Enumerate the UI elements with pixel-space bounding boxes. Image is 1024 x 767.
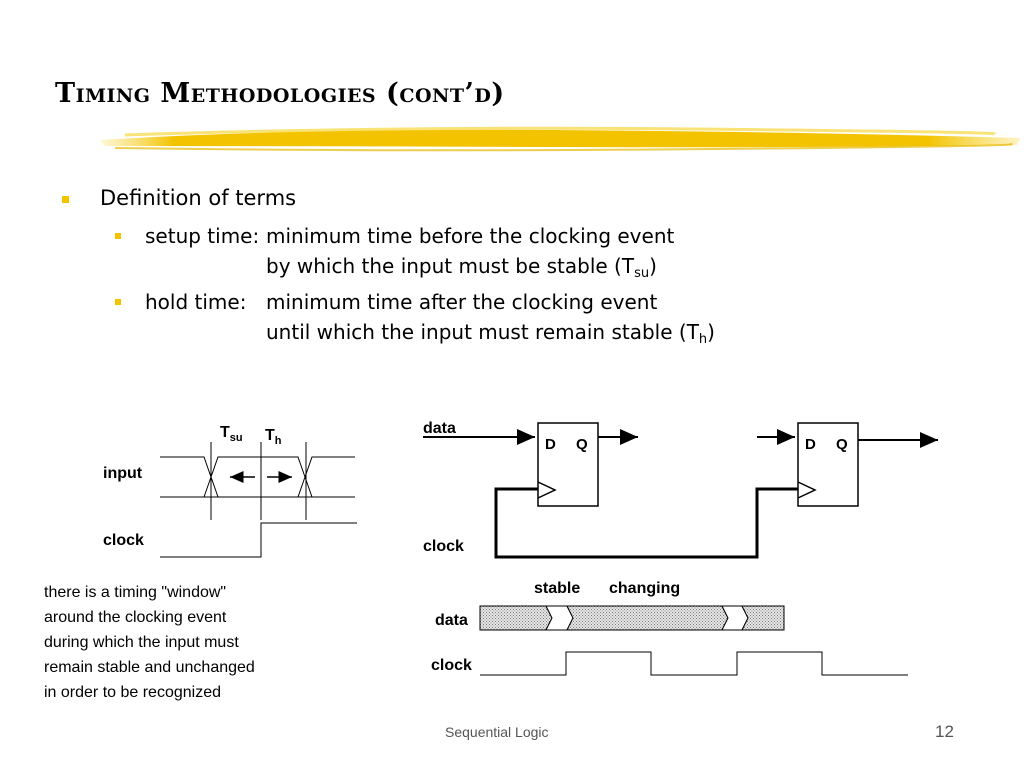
hold-time-line2: until which the input must remain stable…	[266, 320, 715, 347]
hold-def2: until which the input must remain stable…	[266, 320, 699, 344]
bullet-list: Definition of terms setup time:minimum t…	[0, 0, 1024, 360]
flipflop-diagram: data clock D Q D Q	[423, 420, 938, 559]
hold-time-line1: hold time: minimum time after the clockin…	[145, 290, 657, 314]
note-line: around the clocking event	[44, 609, 227, 626]
bullet-definition: Definition of terms	[100, 186, 297, 210]
note-line: in order to be recognized	[44, 684, 221, 701]
changing-segment-1	[479, 605, 553, 631]
setup-time-line1: setup time:minimum time before the clock…	[145, 224, 674, 248]
changing-label: changing	[609, 580, 680, 597]
input-wave-left	[160, 456, 219, 498]
ff2-d-label: D	[805, 436, 816, 453]
ff1-d-label: D	[545, 436, 556, 453]
bullet-square-icon	[115, 233, 121, 239]
setup-hold-timing-diagram: Tsu Th input clock	[103, 424, 357, 558]
ff-data-label: data	[423, 420, 456, 437]
note-line: during which the input must	[44, 634, 239, 651]
ff1-clock-triangle	[537, 481, 557, 499]
wave-data-label: data	[435, 612, 468, 629]
setup-term: setup time:	[145, 224, 260, 248]
note-line: there is a timing "window"	[44, 584, 227, 601]
clock-label: clock	[103, 532, 144, 549]
title-underline-brush	[100, 126, 1020, 152]
input-label: input	[103, 465, 143, 482]
wave-clock-label: clock	[431, 657, 472, 674]
stable-changing-waveform: stable changing data clock	[431, 580, 908, 676]
wave-clock-signal	[480, 651, 908, 676]
bullet-square-icon	[115, 299, 121, 305]
note-line: remain stable and unchanged	[44, 659, 255, 676]
setup-sub: su	[634, 266, 650, 281]
setup-def1: minimum time before the clocking event	[266, 224, 675, 248]
clock-distribution-wire	[494, 487, 798, 559]
ff1-q-label: Q	[576, 436, 588, 453]
flipflop-1	[537, 422, 599, 507]
input-wave-stable	[203, 456, 313, 498]
ff-clock-label: clock	[423, 538, 464, 555]
ff2-q-label: Q	[836, 436, 848, 453]
bullet-square-icon	[62, 196, 69, 203]
tsu-label: Tsu	[220, 424, 243, 444]
th-label: Th	[265, 427, 282, 447]
slide-title: Timing Methodologies (cont’d)	[55, 78, 505, 109]
setup-close: )	[649, 254, 657, 278]
input-wave-right	[297, 456, 355, 498]
flipflop-2	[797, 422, 859, 507]
stable-label: stable	[534, 580, 580, 597]
hold-close: )	[707, 320, 715, 344]
footer-text: Sequential Logic	[445, 724, 549, 740]
setup-def2: by which the input must be stable (T	[266, 254, 635, 278]
timing-window-note: there is a timing "window" around the cl…	[44, 580, 344, 705]
changing-segment-2	[566, 605, 729, 631]
clock-wave	[160, 522, 357, 558]
setup-time-line2: by which the input must be stable (Tsu)	[266, 254, 657, 281]
page-number: 12	[935, 722, 954, 741]
changing-segment-3	[741, 605, 785, 631]
ff2-clock-triangle	[797, 481, 817, 499]
hold-sub: h	[698, 332, 708, 347]
hold-term: hold time:	[145, 290, 247, 314]
hold-def1: minimum time after the clocking event	[266, 290, 658, 314]
